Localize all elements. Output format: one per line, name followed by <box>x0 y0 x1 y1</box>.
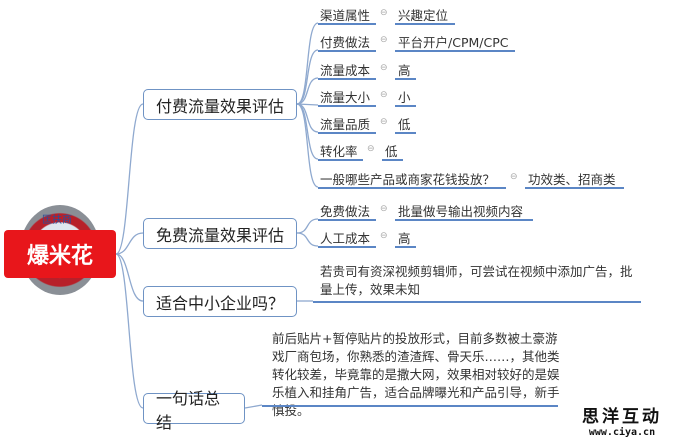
leaf-key[interactable]: 免费做法 <box>320 204 371 219</box>
summary-underline <box>262 405 558 407</box>
leaf-key-underline <box>318 50 376 52</box>
leaf-value[interactable]: 高 <box>398 231 411 246</box>
leaf-key-underline <box>318 105 376 107</box>
branch-sme[interactable]: 适合中小企业吗？ <box>143 286 297 317</box>
collapse-icon[interactable]: ⊖ <box>380 90 388 100</box>
leaf-key-underline <box>318 219 376 221</box>
branch-paid[interactable]: 付费流量效果评估 <box>143 89 297 120</box>
summary-text: 前后贴片+暂停贴片的投放形式，目前多数被土豪游戏厂商包场，你熟悉的渣渣辉、骨天乐… <box>272 331 560 418</box>
root-node[interactable]: 爆米花 <box>4 230 116 278</box>
leaf-value-underline <box>395 132 416 134</box>
leaf-value-underline <box>395 50 515 52</box>
leaf-value[interactable]: 高 <box>398 63 411 78</box>
leaf-key[interactable]: 渠道属性 <box>320 8 371 23</box>
leaf-value[interactable]: 小 <box>398 90 411 105</box>
collapse-icon[interactable]: ⊖ <box>380 231 388 241</box>
leaf-value[interactable]: 平台开户/CPM/CPC <box>398 35 509 50</box>
leaf-value[interactable]: 兴趣定位 <box>398 8 449 23</box>
leaf-value-underline <box>525 187 624 189</box>
leaf-key[interactable]: 一般哪些产品或商家花钱投放？ <box>320 172 496 187</box>
leaf-value[interactable]: 功效类、招商类 <box>528 172 616 187</box>
leaf-key-underline <box>318 187 506 189</box>
leaf-key[interactable]: 付费做法 <box>320 35 371 50</box>
leaf-value-underline <box>395 23 455 25</box>
leaf-key[interactable]: 流量成本 <box>320 63 371 78</box>
leaf-value[interactable]: 低 <box>385 144 398 159</box>
sme-text: 若贵司有资深视频剪辑师，可尝试在视频中添加广告，批量上传，效果未知 <box>320 264 633 297</box>
leaf-value[interactable]: 低 <box>398 117 411 132</box>
leaf-key[interactable]: 人工成本 <box>320 231 371 246</box>
leaf-key[interactable]: 流量大小 <box>320 90 371 105</box>
collapse-icon[interactable]: ⊖ <box>510 172 518 182</box>
leaf-value-underline <box>382 159 403 161</box>
collapse-icon[interactable]: ⊖ <box>380 63 388 73</box>
leaf-key-underline <box>318 78 376 80</box>
leaf-key[interactable]: 流量品质 <box>320 117 371 132</box>
leaf-key-underline <box>318 132 376 134</box>
sme-underline <box>313 301 641 303</box>
leaf-key-underline <box>318 246 376 248</box>
branch-free[interactable]: 免费流量效果评估 <box>143 218 297 249</box>
collapse-icon[interactable]: ⊖ <box>380 117 388 127</box>
leaf-value-underline <box>395 246 416 248</box>
collapse-icon[interactable]: ⊖ <box>380 204 388 214</box>
leaf-value[interactable]: 批量做号输出视频内容 <box>398 204 524 219</box>
leaf-key-underline <box>318 159 363 161</box>
leaf-value-underline <box>395 105 416 107</box>
leaf-value-underline <box>395 78 416 80</box>
collapse-icon[interactable]: ⊖ <box>380 8 388 18</box>
watermark: 思洋互动 www.ciya.cn <box>582 407 662 438</box>
leaf-key-underline <box>318 23 376 25</box>
leaf-key[interactable]: 转化率 <box>320 144 358 159</box>
collapse-icon[interactable]: ⊖ <box>367 144 375 154</box>
leaf-value-underline <box>395 219 533 221</box>
collapse-icon[interactable]: ⊖ <box>380 35 388 45</box>
branch-summary[interactable]: 一句话总结 <box>143 389 245 432</box>
